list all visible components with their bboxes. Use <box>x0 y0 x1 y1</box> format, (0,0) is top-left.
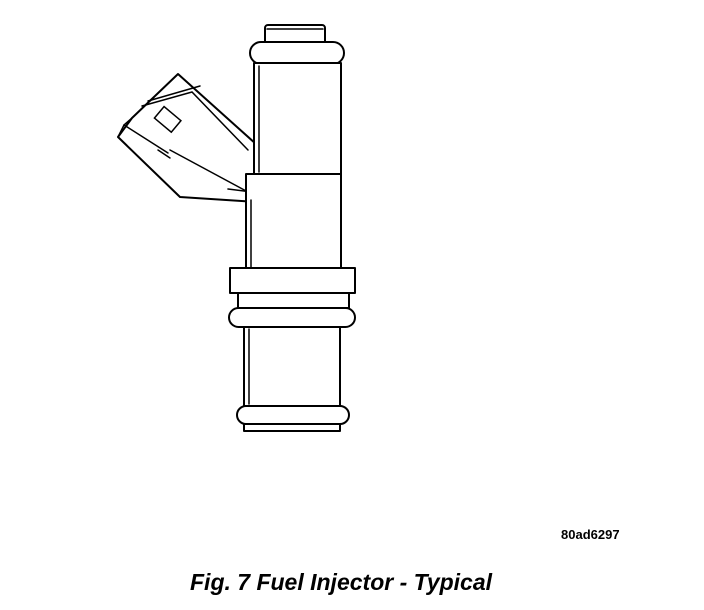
lower-o-ring <box>236 405 350 425</box>
figure-caption: Fig. 7 Fuel Injector - Typical <box>190 569 493 595</box>
figure-reference-code: 80ad6297 <box>561 527 620 542</box>
middle-o-ring <box>228 307 356 328</box>
injector-upper-body <box>253 62 342 175</box>
injector-middle-body <box>245 173 342 270</box>
injector-collar <box>229 267 356 309</box>
upper-o-ring <box>249 41 345 65</box>
injector-lower-body <box>243 326 341 407</box>
injector-nozzle-tip <box>243 423 341 432</box>
